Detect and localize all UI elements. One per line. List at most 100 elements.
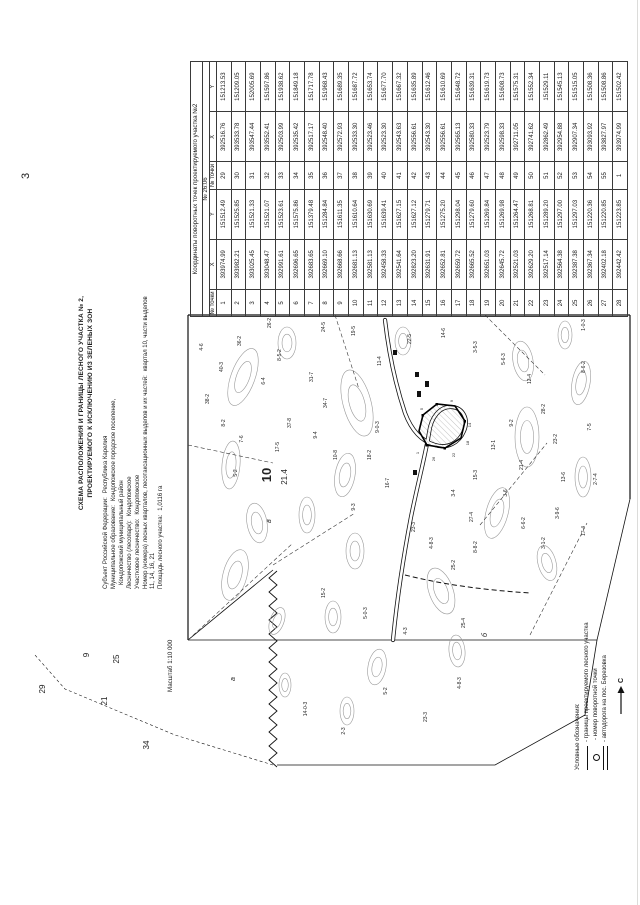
contour-blob	[225, 451, 237, 479]
contour-blob	[575, 370, 587, 396]
coords-cell: 19	[480, 289, 496, 317]
map-label: 11-4	[377, 356, 383, 366]
coords-cell: 151523.61	[275, 189, 290, 240]
coords-cell: 11	[363, 289, 378, 317]
coords-cell: 393093.92	[583, 111, 599, 162]
map-label: 5-0-3	[363, 607, 369, 619]
map-label: 38-2	[205, 394, 211, 404]
coords-cell: 151639.31	[466, 61, 481, 112]
coords-cell: 392556.61	[436, 111, 452, 162]
map-label: 19-5	[351, 326, 357, 336]
coords-cell: 392523.79	[480, 111, 496, 162]
coords-cell: 48	[495, 161, 511, 190]
neighbor-quarter-number: 25	[112, 654, 121, 663]
coords-cell: 392954.88	[554, 111, 569, 162]
point-number-symbol	[593, 754, 600, 761]
coords-cell: 42	[407, 161, 422, 190]
contour-blob	[347, 384, 367, 422]
coords-cell: 393025.45	[245, 239, 261, 290]
coords-cell: 151502.42	[612, 61, 628, 112]
coords-cell: 392580.33	[466, 111, 481, 162]
coords-cell: 392683.65	[304, 239, 320, 290]
coords-cell: 392681.13	[348, 239, 364, 290]
meta-line: Кондопожский муниципальный район	[119, 289, 127, 589]
contour-blob	[278, 672, 292, 698]
point-number: 22	[451, 452, 456, 457]
point-number: 1	[415, 451, 420, 454]
coords-cell: 151379.48	[304, 189, 320, 240]
contour-blob	[536, 545, 558, 581]
map-label: 12-4	[527, 374, 533, 384]
map-label: 9-0-3	[375, 421, 381, 433]
map-label: 31-7	[309, 372, 315, 382]
coords-cell: 151220.85	[598, 189, 613, 240]
map-label: 13-6	[561, 472, 567, 482]
coords-cell: 21	[510, 289, 525, 317]
map-label: 3-9-6	[555, 507, 561, 519]
meta-label: Субъект Российской Федерации:	[103, 497, 109, 589]
coords-cell: 38	[348, 161, 364, 190]
contour-blob	[516, 349, 530, 373]
coords-cell: 151289.20	[539, 189, 555, 240]
map-label: 40-3	[219, 362, 225, 372]
contour-blob	[367, 648, 387, 686]
map-label: 2-3	[341, 727, 347, 734]
contour-blob	[452, 641, 462, 661]
coords-cell: 151639.41	[377, 189, 393, 240]
coords-cell: 151630.69	[363, 189, 378, 240]
scale-label: Масштаб	[167, 665, 174, 692]
coords-cell: 151849.18	[289, 61, 305, 112]
map-label: 9-3	[351, 503, 357, 510]
coords-cell: 151627.12	[407, 189, 422, 240]
plot-vertex-marks	[421, 403, 466, 450]
coords-cell: 392659.72	[451, 239, 467, 290]
map-label: 17-5	[275, 442, 281, 452]
contour-blob	[433, 578, 449, 604]
coords-cell: 151529.11	[539, 61, 555, 112]
solid-line-symbol	[587, 746, 588, 770]
contour-blob	[272, 613, 282, 629]
coords-cell: 392543.30	[422, 111, 437, 162]
legend-item: - номер поворотной точки	[592, 600, 601, 770]
meta-value: Кондопожское	[134, 474, 141, 515]
contour-blob	[520, 420, 534, 454]
coords-cell: 41	[392, 161, 408, 190]
map-label: 5-2	[233, 469, 239, 476]
meta-line: Лесничество (лесопарк):Кондопожское	[127, 289, 135, 589]
coords-cell: 392711.05	[510, 111, 525, 162]
legend: Условные обозначения: - границы проектир…	[574, 600, 610, 770]
map-label: 8-5-2	[277, 349, 283, 361]
coords-cell: 392533.30	[348, 111, 364, 162]
coords-cell: 12	[377, 289, 393, 317]
map-label: 27-4	[469, 512, 475, 522]
coords-cell: 392565.13	[451, 111, 467, 162]
legend-item-label: - границы проектируемого лесного участка	[584, 622, 590, 742]
coords-cell: 392665.52	[466, 239, 481, 290]
map-label: 9-2	[509, 419, 515, 426]
map-label: 34-7	[323, 398, 329, 408]
map-label: 1-0-3	[581, 319, 587, 331]
map-label: 8-8-2	[473, 541, 479, 553]
coords-table-subtitle: № 26:06	[202, 61, 210, 317]
legend-item-label: - номер поворотной точки	[593, 668, 599, 740]
coords-cell: 9	[333, 289, 349, 317]
contour-blob	[512, 340, 534, 382]
map-label: 15-2	[321, 588, 327, 598]
contour-lines	[221, 320, 592, 726]
coords-header-cell: Y	[209, 189, 217, 240]
map-label: 4-3	[403, 627, 409, 634]
meta-label: Лесничество (лесопарк):	[126, 520, 133, 589]
contour-blob	[560, 327, 570, 344]
coords-cell: 151279.60	[466, 189, 481, 240]
north-arrow: С	[616, 678, 626, 715]
coords-cell: 10	[348, 289, 364, 317]
coords-cell: 151298.04	[451, 189, 467, 240]
contour-blob	[541, 553, 553, 573]
